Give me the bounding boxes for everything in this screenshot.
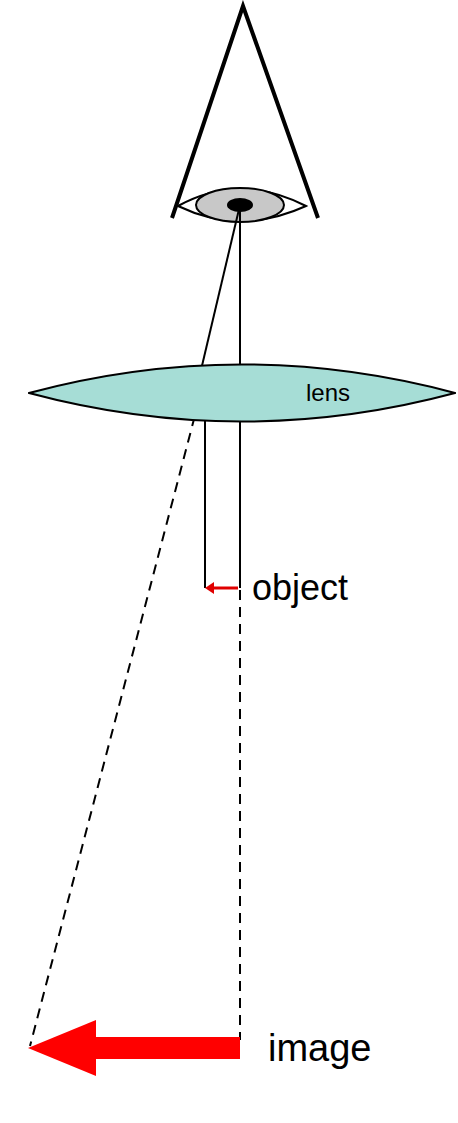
lens-label: lens <box>306 381 350 405</box>
virtual-ray <box>30 400 199 1046</box>
ray-line <box>201 205 240 370</box>
image-arrow <box>93 1037 240 1059</box>
lens-shape: lens <box>28 363 456 423</box>
virtual-ray <box>239 590 241 1040</box>
eye-outline <box>172 6 318 218</box>
object-arrow <box>212 587 238 590</box>
eye-lid <box>178 189 306 221</box>
image-label: image <box>268 1029 372 1067</box>
image-arrow-head <box>28 1020 96 1076</box>
object-label: object <box>252 570 348 606</box>
lens-outline <box>28 363 456 423</box>
object-arrow-head <box>205 582 214 594</box>
